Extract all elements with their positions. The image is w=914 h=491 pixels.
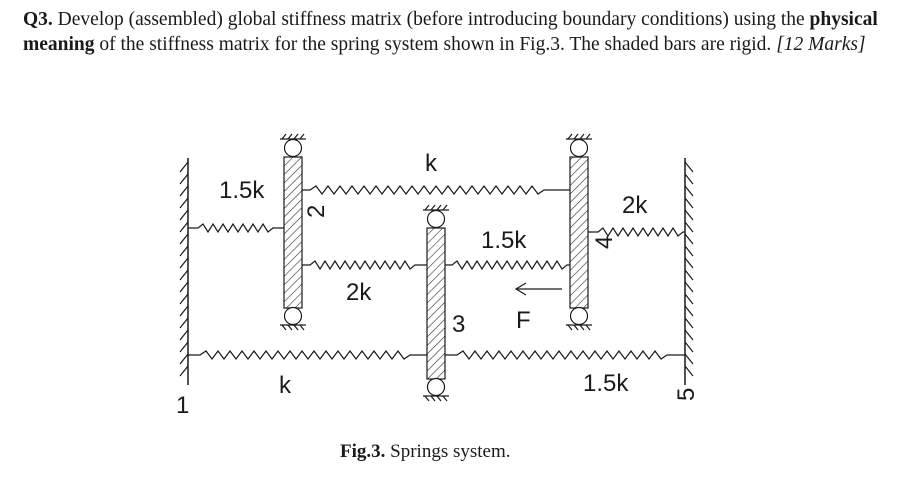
question-emphasis: physical meaning: [23, 9, 878, 55]
node-label-1: 1: [176, 392, 189, 419]
question-body-2: of the stiffness matrix for the spring s…: [99, 34, 772, 55]
spring-label-top: k: [425, 150, 438, 177]
node-label-5: 5: [673, 388, 700, 401]
node-label-2: 2: [303, 205, 330, 218]
rigid-bar-4: [566, 133, 592, 331]
spring-right-top: [588, 226, 685, 238]
force-arrow: [514, 282, 562, 296]
left-wall: [179, 158, 189, 385]
figure-caption-label: Fig.3.: [340, 441, 385, 462]
figure-caption: Fig.3. Springs system.: [340, 441, 511, 462]
spring-top: [302, 185, 570, 195]
question-body-1: Develop (assembled) global stiffness mat…: [57, 9, 805, 30]
spring-label-right-top: 2k: [622, 192, 648, 219]
spring-label-bottom-left: k: [279, 372, 292, 399]
right-wall: [684, 158, 694, 385]
figure-caption-text: Springs system.: [390, 441, 510, 462]
rigid-bar-3: [423, 204, 449, 402]
spring-left-top: [188, 222, 284, 234]
node-label-4: 4: [591, 236, 618, 249]
spring-label-bottom-right: 1.5k: [583, 370, 629, 397]
question-marks: [12 Marks]: [776, 34, 866, 55]
spring-label-mid-left: 2k: [346, 279, 372, 306]
question-number: Q3.: [23, 9, 53, 30]
node-label-3: 3: [452, 311, 465, 338]
spring-label-left-top: 1.5k: [219, 177, 265, 204]
force-label: F: [516, 307, 531, 334]
rigid-bar-2: [280, 133, 306, 331]
spring-label-mid-right: 1.5k: [481, 227, 527, 254]
spring-bottom-right: [445, 350, 685, 360]
question-text: Q3. Develop (assembled) global stiffness…: [23, 7, 903, 57]
spring-mid-right: [445, 259, 570, 271]
spring-mid-left: [302, 259, 427, 271]
spring-bottom-left: [188, 350, 427, 360]
